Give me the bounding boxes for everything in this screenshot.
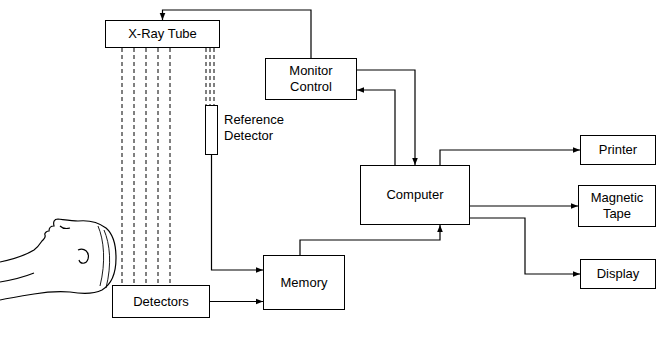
box-label: Display (597, 266, 640, 282)
signal-connector (212, 155, 264, 270)
signal-connector (440, 150, 580, 165)
output-box: Magnetic Tape (578, 185, 656, 227)
signal-connector (470, 218, 580, 274)
x-ray-beams (122, 48, 214, 285)
output-box: Printer (580, 135, 656, 165)
box-label: Reference Detector (224, 112, 296, 143)
box-label: Magnetic Tape (584, 190, 650, 221)
computer-box: Computer (360, 165, 470, 225)
box-label: X-Ray Tube (128, 26, 197, 42)
patient-figure (0, 219, 116, 300)
box-label: Printer (599, 142, 637, 158)
signal-connector (357, 90, 395, 165)
box-label: Computer (386, 187, 443, 203)
reference-detector: Reference Detector (205, 105, 218, 155)
tube-box: X-Ray Tube (105, 20, 220, 48)
signal-connector (357, 70, 415, 165)
box-label: Monitor Control (271, 63, 351, 94)
box-label: Detectors (133, 294, 189, 310)
signal-connector (470, 205, 578, 206)
signal-connector (210, 301, 263, 302)
signal-connector (300, 225, 440, 255)
output-box: Display (580, 259, 656, 289)
memory-box: Memory (263, 255, 345, 310)
detector-box: Detectors (112, 285, 210, 318)
box-label: Memory (281, 275, 328, 291)
control-box: Monitor Control (265, 58, 357, 100)
